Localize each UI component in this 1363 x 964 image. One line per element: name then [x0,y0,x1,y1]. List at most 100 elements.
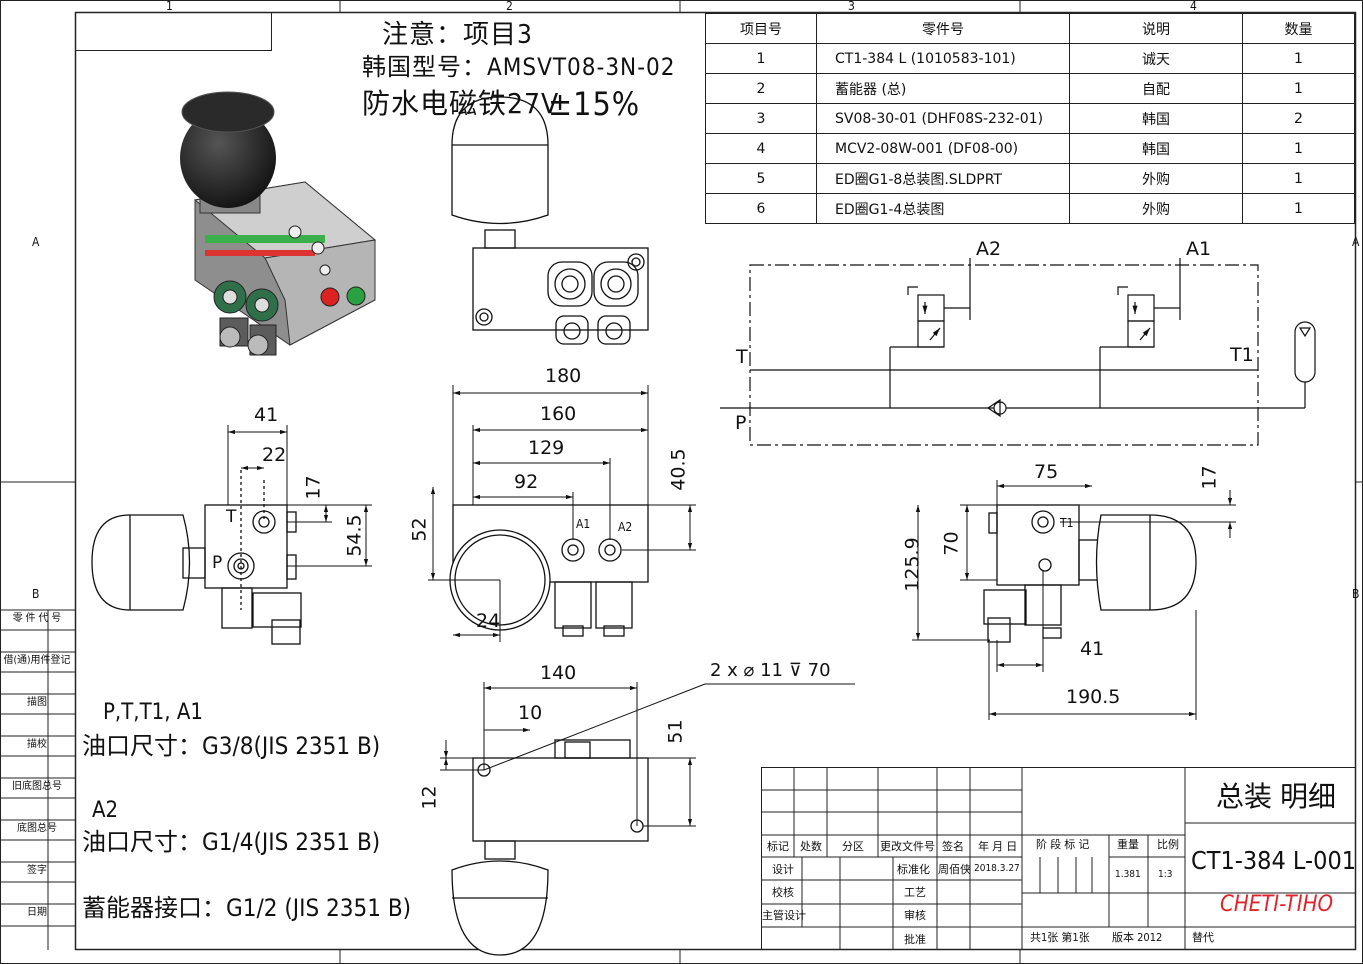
cell-part: ED圈G1-8总装图.SLDPRT [816,163,1070,194]
zone-left-b: B [32,587,40,601]
cell-desc: 韩国 [1069,103,1243,134]
dim-17: 17 [302,475,325,500]
port-label-p: P [212,553,223,573]
note-accumulator-port: 蓄能器接口：G1/2 (JIS 2351 B) [82,894,412,922]
tb-title: 总装 明细 [1216,780,1336,813]
cell-qty: 2 [1242,103,1355,134]
note-port-size-b: 油口尺寸：G1/4(JIS 2351 B) [82,828,381,856]
strip-trace: 描图 [27,697,47,708]
dimension-lines [227,385,1236,827]
bottom-view [451,739,649,956]
strip-signature: 签字 [27,865,47,876]
cell-part: CT1-384 L (1010583-101) [816,43,1070,74]
note-korean-model: 韩国型号：AMSVT08-3N-02 [362,53,676,81]
tb-date-label: 年 月 日 [978,840,1018,853]
cell-desc: 外购 [1069,163,1243,194]
port-label-a1: A1 [576,517,591,531]
dim-125-9: 125.9 [901,537,924,592]
zone-right-b: B [1352,587,1360,601]
dim-51: 51 [664,719,687,744]
strip-base-number: 底图总号 [17,823,57,834]
dim-140: 140 [540,662,577,684]
tb-weight: 重量 [1117,838,1139,851]
tb-weight-value: 1.381 [1115,869,1141,880]
col-desc: 说明 [1069,13,1243,44]
tb-scale-value: 1:3 [1158,869,1173,880]
note-solenoid: 防水电磁铁27V [362,87,560,120]
strip-old-number: 旧底图总号 [12,781,62,792]
cell-desc: 外购 [1069,193,1243,224]
col-item-no: 项目号 [705,13,817,44]
cell-desc: 自配 [1069,73,1243,104]
dim-92: 92 [514,471,539,493]
port-label-a2: A2 [618,520,633,534]
note-port-size-a: 油口尺寸：G3/8(JIS 2351 B) [82,732,381,760]
cell-qty: 1 [1242,133,1355,164]
cell-qty: 1 [1242,163,1355,194]
tb-standardize: 标准化 [897,863,930,876]
parts-table-header: 项目号 零件号 说明 数量 [705,13,1355,44]
col-qty: 数量 [1242,13,1355,44]
hole-callout: 2 x ⌀ 11 ⊽ 70 [710,660,831,681]
schematic-label-p: P [735,412,747,434]
note-ports-b: A2 [92,798,119,823]
tb-stage: 阶 段 标 记 [1036,838,1090,851]
dim-41: 41 [254,404,279,426]
tb-count: 处数 [800,840,822,853]
zone-top-1: 1 [166,0,173,13]
schematic-label-a1: A1 [1186,238,1212,260]
tb-process: 工艺 [904,886,926,899]
schematic-label-t1: T1 [1230,344,1254,366]
dim-54-5: 54.5 [343,514,366,557]
right-view [983,504,1197,643]
tb-company: CHETI-TIHO [1220,892,1334,917]
dim-52: 52 [408,517,431,542]
note-item3: 注意：项目3 [382,20,533,50]
dim-24: 24 [476,610,501,632]
strip-trace-check: 描校 [27,739,47,750]
hydraulic-schematic [720,258,1316,446]
tb-designer: 周佰侠 [938,863,971,876]
tb-change-doc: 更改文件号 [880,840,935,853]
left-view [91,470,302,645]
strip-part-code: 零 件 代 号 [12,613,62,624]
note-ports-a: P,T,T1, A1 [103,700,203,725]
cell-qty: 1 [1242,43,1355,74]
dim-40-5: 40.5 [667,448,690,491]
schematic-label-t: T [736,346,748,368]
note-tolerance: ±15% [548,85,641,123]
cell-part: 蓄能器 (总) [816,73,1070,104]
cell-part: SV08-30-01 (DHF08S-232-01) [816,103,1070,134]
col-part-no: 零件号 [816,13,1070,44]
zone-right-a: A [1352,235,1360,249]
tb-date: 2018.3.27 [974,863,1020,874]
tb-sign: 签名 [942,840,964,853]
schematic-label-a2: A2 [976,238,1002,260]
zone-top-2: 2 [506,0,513,13]
dim-70: 70 [940,531,963,556]
iso-view [180,91,377,356]
dim-41-right: 41 [1080,638,1105,660]
tb-chief: 主管设计 [762,909,806,922]
tb-check: 校核 [772,886,794,899]
zone-left-a: A [32,235,40,249]
cell-item: 5 [705,163,817,194]
dim-160: 160 [540,403,577,425]
tb-review: 审核 [904,909,926,922]
tb-version: 版本 2012 [1112,931,1163,944]
tb-mark: 标记 [767,840,789,853]
cell-desc: 韩国 [1069,133,1243,164]
strip-date: 日期 [27,907,47,918]
tb-zone: 分区 [842,840,864,853]
dim-75: 75 [1034,461,1059,483]
tb-replace: 替代 [1192,931,1214,944]
cell-item: 1 [705,43,817,74]
zone-top-4: 4 [1190,0,1197,13]
dim-10: 10 [518,702,543,724]
